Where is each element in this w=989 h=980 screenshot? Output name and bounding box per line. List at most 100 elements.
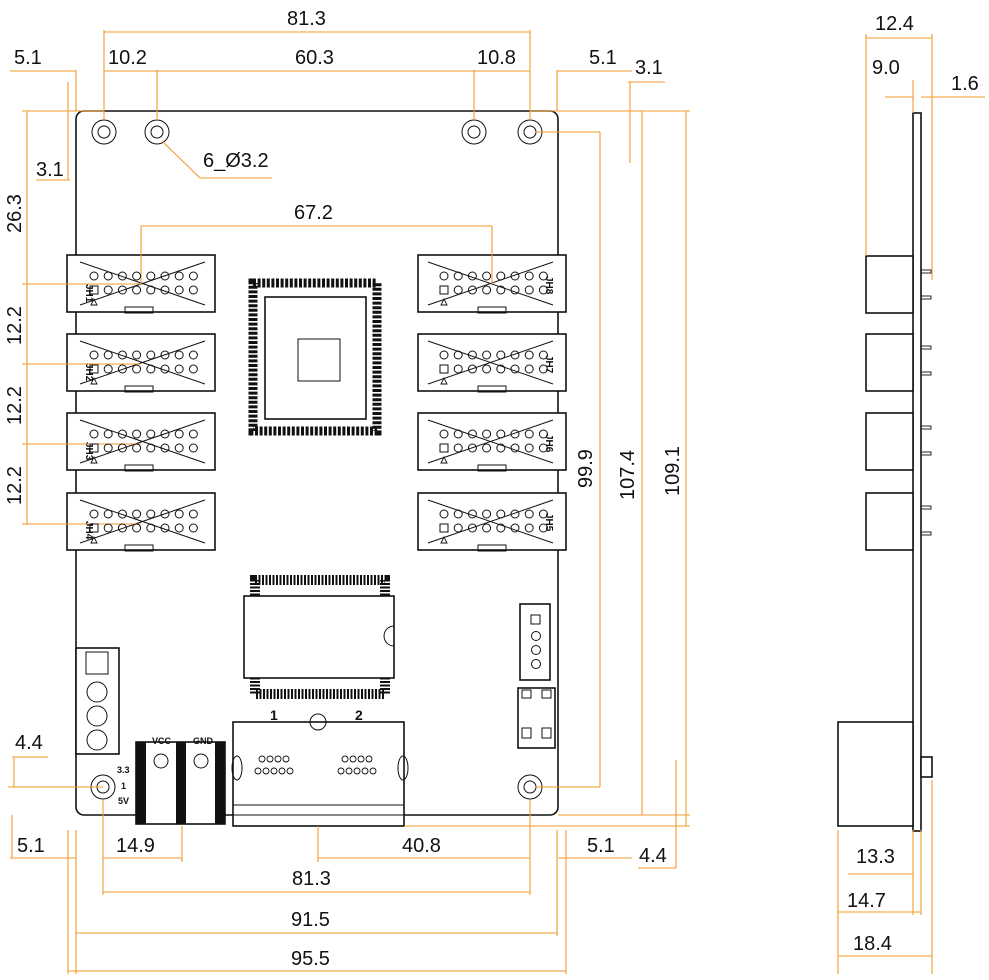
- side-pin: [920, 295, 932, 300]
- voltage-separator-label: 1: [121, 781, 126, 791]
- qfp-chip: [248, 278, 382, 436]
- side-pin: [920, 371, 932, 376]
- push-button: [517, 687, 556, 749]
- header-pin: [439, 509, 449, 519]
- header-pin: [103, 523, 113, 533]
- header-pin: [538, 443, 548, 453]
- voltage-3v3-label: 3.3: [117, 765, 130, 775]
- port-1-label: 1: [270, 707, 278, 723]
- pin1-marker: [440, 297, 448, 306]
- connector-label: JH2: [83, 363, 94, 382]
- header-pin: [453, 443, 463, 453]
- connector-jh5: JH5: [417, 492, 567, 552]
- pin1-marker: [440, 455, 448, 464]
- header-pin: [160, 443, 170, 453]
- rj45-pin: [337, 767, 345, 775]
- header-pin: [453, 523, 463, 533]
- pin1-marker: [90, 297, 98, 306]
- header-pin: [188, 443, 198, 453]
- dim-bottom-81-3: 81.3: [292, 868, 331, 890]
- dim-side-12-4: 12.4: [875, 13, 914, 35]
- header-pin: [467, 523, 477, 533]
- header-pin: [524, 443, 534, 453]
- header-pin: [538, 509, 548, 519]
- header-pin: [496, 429, 506, 439]
- dim-bottom-5-1-left: 5.1: [17, 835, 45, 857]
- header-pin: [146, 271, 156, 281]
- pin1-marker: [90, 376, 98, 385]
- header-pin: [132, 509, 142, 519]
- header-pin: [174, 364, 184, 374]
- terminal-block: [75, 647, 120, 755]
- header-pin: [146, 350, 156, 360]
- side-pin: [920, 451, 932, 456]
- header-pin: [146, 429, 156, 439]
- header-pin: [174, 509, 184, 519]
- header-pin: [160, 350, 170, 360]
- header-pin: [510, 429, 520, 439]
- side-pin: [920, 269, 932, 274]
- rj45-pin: [341, 755, 349, 763]
- pin1-marker: [440, 376, 448, 385]
- header-pin: [538, 271, 548, 281]
- pin1-marker: [90, 535, 98, 544]
- header-pin: [160, 285, 170, 295]
- rj45-pin: [262, 767, 270, 775]
- header-pin: [103, 350, 113, 360]
- dim-side-13-3: 13.3: [856, 846, 895, 868]
- header-pin: [439, 285, 449, 295]
- header-pin: [510, 523, 520, 533]
- dim-bottom-5-1-right: 5.1: [587, 835, 615, 857]
- header-pin: [467, 364, 477, 374]
- connector-jh6: JH6: [417, 412, 567, 472]
- header-pin: [524, 271, 534, 281]
- rj45-pin: [282, 755, 290, 763]
- header-pin: [510, 350, 520, 360]
- gnd-label: GND: [193, 736, 214, 746]
- dim-left-3-1: 3.1: [36, 159, 64, 181]
- dim-height-109-1: 109.1: [662, 446, 684, 496]
- header-pin: [188, 285, 198, 295]
- rj45-pin: [369, 767, 377, 775]
- header-pin: [439, 364, 449, 374]
- header-pin: [117, 285, 127, 295]
- header-pins: [89, 269, 932, 775]
- header-pin: [439, 271, 449, 281]
- header-pin: [482, 364, 492, 374]
- dim-left-26-3: 26.3: [4, 194, 26, 233]
- header-pin: [482, 285, 492, 295]
- header-pin: [510, 271, 520, 281]
- header-pin: [117, 429, 127, 439]
- header-pin: [538, 523, 548, 533]
- side-pin: [920, 345, 932, 350]
- connector-jh7: JH7: [417, 333, 567, 393]
- header-pin: [482, 429, 492, 439]
- dimension-values: 81.3 10.2 60.3 10.8 5.1 5.1 3.1 3.1 6_Ø3…: [4, 8, 979, 970]
- connector-label: JH7: [543, 355, 554, 374]
- header-pin: [538, 429, 548, 439]
- header-pin: [538, 364, 548, 374]
- header-pin: [146, 443, 156, 453]
- dual-rj45: 1 2: [231, 707, 409, 827]
- header-pin: [496, 364, 506, 374]
- header-pin: [146, 509, 156, 519]
- header-pin: [89, 285, 99, 295]
- connector-label: JH1: [83, 284, 94, 303]
- jst-connector: [519, 603, 551, 681]
- rj45-pin: [270, 767, 278, 775]
- header-pin: [439, 523, 449, 533]
- header-pin: [524, 364, 534, 374]
- rj45-pin: [258, 755, 266, 763]
- header-pin: [496, 285, 506, 295]
- header-pin: [89, 523, 99, 533]
- header-pin: [160, 523, 170, 533]
- dim-height-107-4: 107.4: [617, 450, 639, 500]
- header-pin: [439, 350, 449, 360]
- header-pin: [453, 285, 463, 295]
- header-pin: [538, 350, 548, 360]
- rj45-pin: [365, 755, 373, 763]
- header-pin: [132, 350, 142, 360]
- header-pin: [117, 523, 127, 533]
- dim-side-1-6: 1.6: [951, 73, 979, 95]
- header-pin: [174, 271, 184, 281]
